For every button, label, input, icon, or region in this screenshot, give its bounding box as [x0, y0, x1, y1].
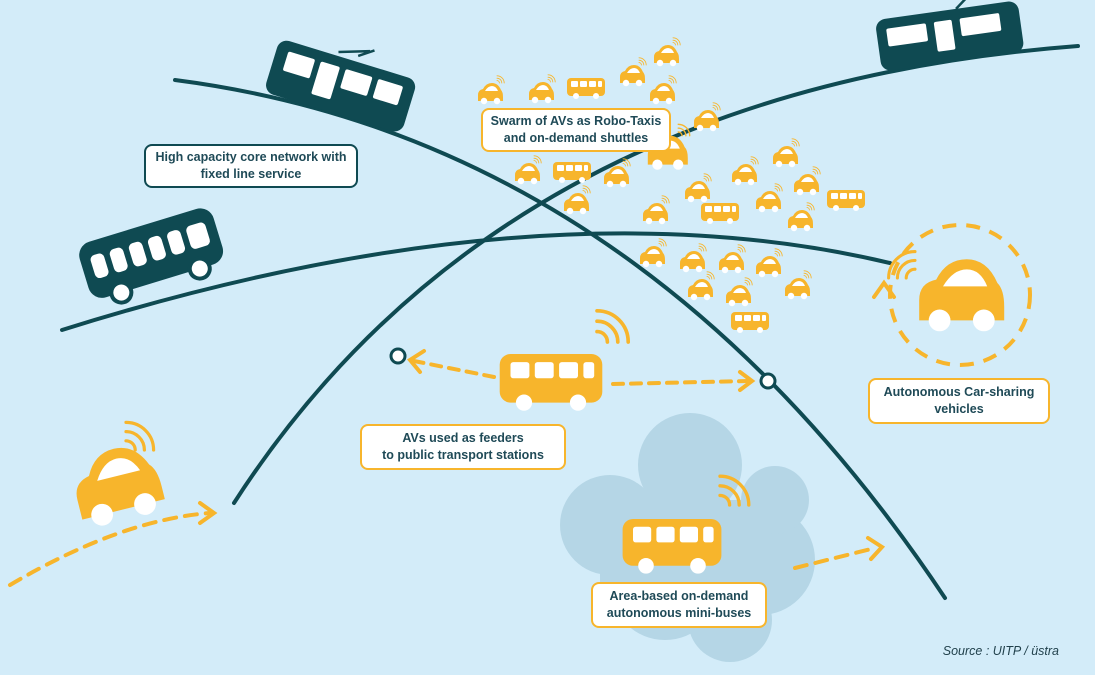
feeders-label-line1: AVs used as feeders [402, 431, 524, 445]
bus-icon [79, 208, 224, 305]
robo-taxi-icon [76, 447, 165, 526]
dashed-arrow-icon [793, 546, 877, 570]
robo-taxi-icon [794, 167, 820, 195]
robo-taxi-icon [756, 184, 782, 212]
robo-taxi-icon [788, 203, 814, 231]
feeder-shuttle-icon [499, 354, 603, 411]
robo-taxi-icon [756, 249, 782, 277]
swarm-label: Swarm of AVs as Robo-Taxis and on-demand… [481, 108, 671, 152]
wireless-signal-icon [124, 420, 156, 452]
tram-icon [266, 40, 416, 132]
robo-taxi-icon [654, 38, 680, 66]
car-sharing-loop [888, 223, 1032, 367]
feeders-label: AVs used as feeders to public transport … [360, 424, 566, 470]
tram-icon [876, 0, 1024, 71]
shuttle-icon [567, 78, 605, 99]
robo-taxi-icon [773, 139, 799, 167]
robo-taxi-icon [785, 271, 811, 299]
station-node-icon [759, 372, 777, 390]
core-network-label-line2: fixed line service [200, 167, 302, 181]
swarm-label-line2: and on-demand shuttles [503, 131, 649, 145]
robo-taxi-icon [643, 196, 669, 224]
core-network-line-c [60, 231, 892, 332]
station-node-icon [389, 347, 407, 365]
robo-taxi-icon [688, 272, 714, 300]
robo-taxi-icon [529, 75, 555, 103]
robo-taxi-icon [680, 244, 706, 272]
dashed-arrow-icon [8, 511, 212, 587]
robo-taxi-swarm [478, 38, 865, 333]
robo-taxi-icon [685, 174, 711, 202]
car-sharing-label: Autonomous Car-sharing vehicles [868, 378, 1050, 424]
core-network-label-line1: High capacity core network with [155, 150, 347, 164]
feeders-label-line2: to public transport stations [382, 448, 544, 462]
dashed-arrow-icon [412, 359, 496, 379]
robo-taxi-icon [515, 156, 541, 184]
car-sharing-label-line1: Autonomous Car-sharing [883, 385, 1035, 399]
mini-buses-label: Area-based on-demand autonomous mini-bus… [591, 582, 767, 628]
shuttle-icon [731, 312, 769, 333]
mini-bus-icon [622, 519, 722, 574]
source-credit: Source : UITP / üstra [942, 644, 1059, 658]
shuttle-icon [701, 203, 739, 224]
robo-taxi-icon [694, 103, 720, 131]
car-sharing-icon [919, 259, 1005, 332]
robo-taxi-icon [732, 157, 758, 185]
shuttle-icon [553, 162, 591, 183]
wireless-signal-icon [595, 308, 631, 344]
robo-taxi-icon [719, 245, 745, 273]
shuttle-icon [827, 190, 865, 211]
mini-buses-label-line1: Area-based on-demand [609, 589, 749, 603]
dashed-arrow-icon [611, 379, 750, 386]
robo-taxi-icon [620, 58, 646, 86]
car-sharing-label-line2: vehicles [934, 402, 984, 416]
core-network-label: High capacity core network with fixed li… [144, 144, 358, 188]
robo-taxi-icon [478, 76, 504, 104]
robo-taxi-icon [726, 278, 752, 306]
robo-taxi-icon [650, 76, 676, 104]
swarm-label-line1: Swarm of AVs as Robo-Taxis [490, 114, 662, 128]
robo-taxi-icon [640, 239, 666, 267]
mini-buses-label-line2: autonomous mini-buses [606, 606, 752, 620]
core-network-line-a [173, 78, 947, 600]
